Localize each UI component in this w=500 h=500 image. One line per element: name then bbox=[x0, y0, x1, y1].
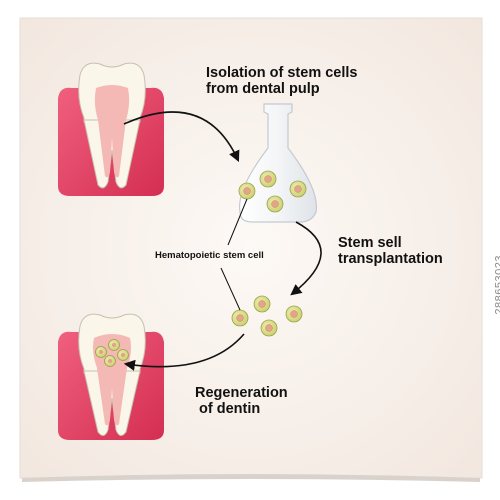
arrow-transplantation bbox=[290, 221, 322, 296]
connector-line-lower bbox=[220, 267, 241, 311]
flask-cells bbox=[238, 170, 307, 213]
flask bbox=[238, 103, 318, 223]
label-isolation: Isolation of stem cells from dental pulp bbox=[206, 65, 358, 97]
stock-id-watermark: 288653023 bbox=[494, 255, 500, 315]
paper-shadow bbox=[22, 474, 480, 482]
transplanted-cells bbox=[231, 295, 303, 337]
pulp-cells-bottom bbox=[95, 339, 129, 367]
arrow-regeneration bbox=[123, 333, 245, 371]
label-transplantation: Stem sell transplantation bbox=[338, 235, 443, 267]
label-regeneration: Regeneration of dentin bbox=[195, 385, 288, 417]
pulp-top bbox=[94, 85, 130, 178]
connector-line-upper bbox=[227, 198, 248, 246]
tooth-top bbox=[58, 62, 164, 196]
arrow-isolation bbox=[123, 111, 240, 163]
label-hematopoietic: Hematopoietic stem cell bbox=[155, 250, 264, 261]
tooth-bottom bbox=[58, 313, 164, 440]
